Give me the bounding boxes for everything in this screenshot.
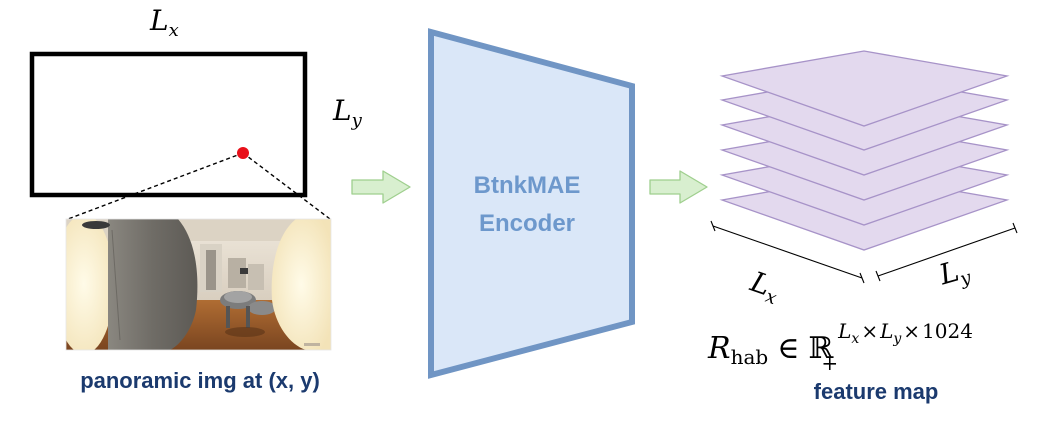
feature-map-formula: Rhab∈ℝ+Lx×Ly×1024 (707, 319, 973, 375)
projection-line-left (67, 152, 244, 220)
panoramic-image (66, 219, 331, 350)
stack-width-dimension (710, 220, 865, 284)
feature-map-stack (719, 50, 1010, 251)
stack-height-dimension (875, 222, 1018, 282)
sample-point (237, 147, 249, 159)
grid-height-label: Ly (332, 94, 363, 131)
arrow-to-feature-map (649, 170, 708, 204)
grid-width-label: Lx (149, 4, 179, 41)
projection-line-right (242, 152, 331, 220)
encoder-block (428, 28, 635, 379)
encoder-title-line1: BtnkMAE (474, 172, 581, 199)
feature-layer-1 (719, 50, 1010, 127)
panorama-frame (65, 218, 332, 351)
feature-map-caption: feature map (814, 379, 939, 404)
stack-height-label: Ly (935, 251, 975, 295)
encoder-title-line2: Encoder (479, 210, 575, 237)
panorama-caption: panoramic img at (x, y) (80, 368, 320, 393)
stack-width-label: Lx (744, 265, 784, 310)
grid-rectangle (29, 51, 308, 198)
arrow-to-encoder (351, 170, 411, 204)
